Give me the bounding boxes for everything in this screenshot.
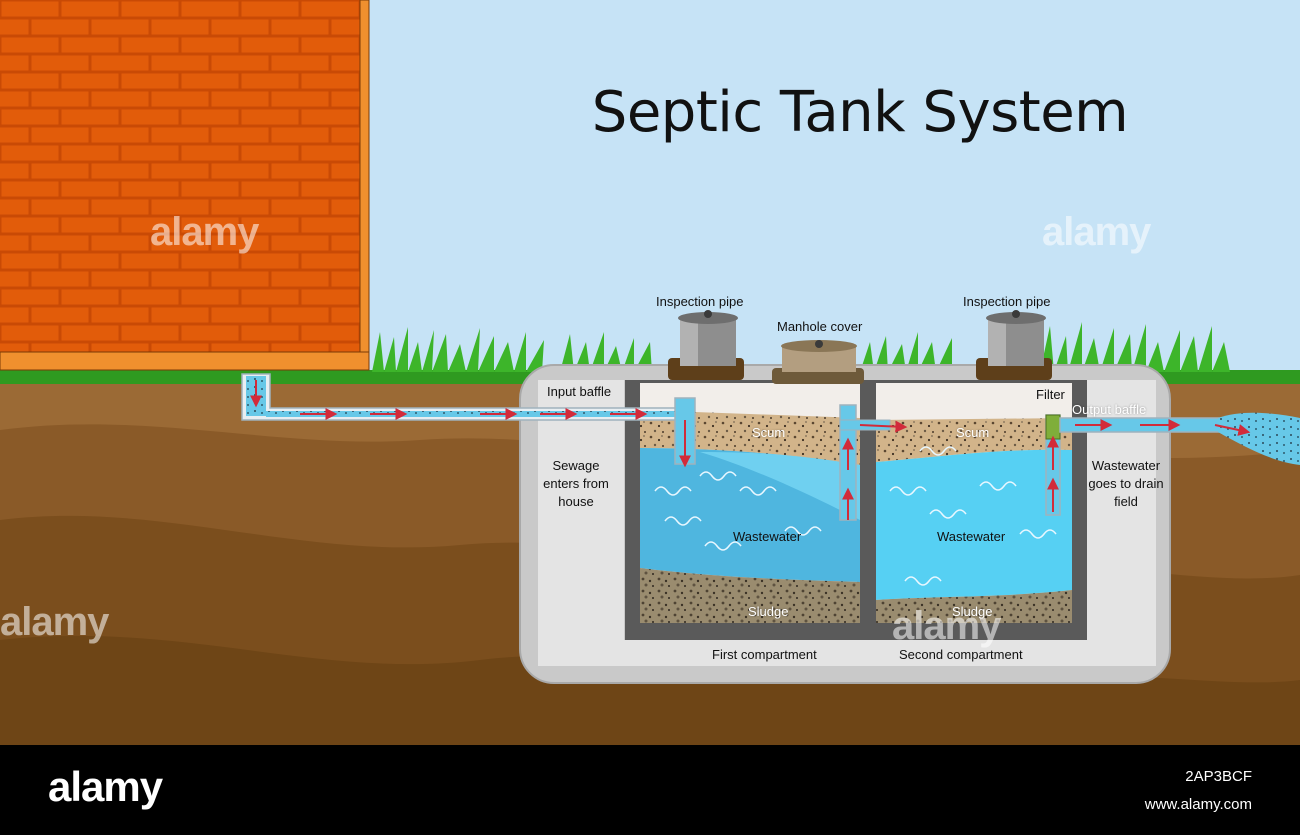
footer-bar [0, 745, 1300, 835]
label-second-compartment: Second compartment [899, 647, 1023, 662]
label-sludge-first: Sludge [748, 604, 789, 619]
house-wall-edge [359, 0, 370, 359]
filter [1045, 414, 1061, 440]
wastewater-first-light [700, 452, 860, 520]
label-wastewater-drain-field: Wastewater goes to drain field [1088, 458, 1164, 509]
scum-layer-second [876, 418, 1072, 462]
label-scum-first: Scum [752, 425, 786, 440]
diagram-scene [0, 0, 1300, 745]
label-scum-second: Scum [956, 425, 990, 440]
label-sludge-second: Sludge [952, 604, 993, 619]
wastewater-second [876, 449, 1072, 600]
inlet-pipe-run [266, 411, 682, 417]
diagram-title: Septic Tank System [591, 80, 1129, 145]
label-wastewater-first: Wastewater [733, 529, 802, 544]
sludge-layer-second [876, 590, 1072, 623]
inspection-pipe-right [976, 310, 1052, 380]
label-filter: Filter [1036, 387, 1065, 402]
house-foundation [0, 351, 370, 371]
inspection-pipe-left [668, 310, 744, 380]
label-sewage-enters: Sewage enters from house [543, 458, 609, 509]
soil-band [0, 635, 1300, 745]
footer-url: www.alamy.com [1144, 796, 1252, 813]
flow-arrows [250, 380, 1251, 520]
label-wastewater-second: Wastewater [937, 529, 1006, 544]
label-inspection-pipe-right: Inspection pipe [963, 294, 1051, 309]
label-output-baffle: Output baffle [1072, 402, 1147, 417]
watermark-logo: alamy [1042, 210, 1151, 254]
grass-tufts [372, 322, 1230, 372]
tank-floor-band [538, 640, 1156, 666]
label-input-baffle: Input baffle [547, 384, 612, 399]
label-inspection-pipe-left: Inspection pipe [656, 294, 744, 309]
house-wall [0, 0, 362, 352]
watermark-logo: alamy [0, 600, 109, 644]
tank-inner-shade-left [538, 380, 624, 666]
footer-brand-logo: alamy [48, 763, 163, 810]
watermark-logo: alamy [892, 604, 1001, 648]
label-first-compartment: First compartment [712, 647, 817, 662]
watermark-logo: alamy [150, 210, 259, 254]
sludge-layer-first [640, 568, 860, 623]
footer-image-id: 2AP3BCF [1185, 768, 1252, 785]
manhole-cover [772, 340, 864, 384]
label-manhole-cover: Manhole cover [777, 319, 863, 334]
